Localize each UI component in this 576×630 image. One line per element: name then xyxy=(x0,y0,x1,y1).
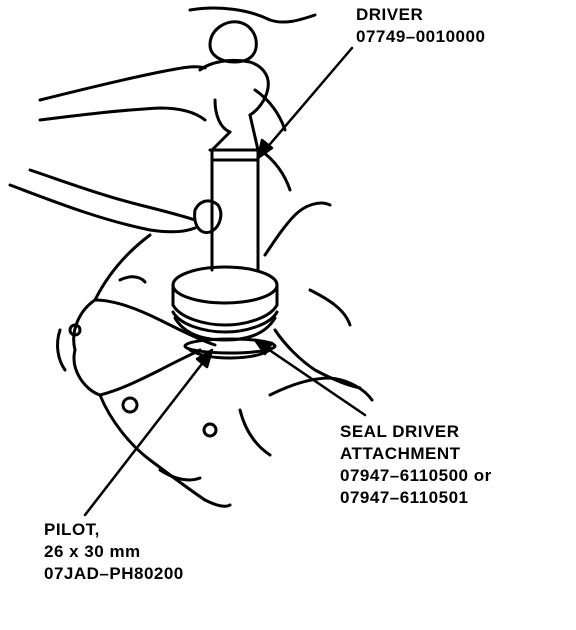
seal-label-line1: SEAL DRIVER xyxy=(340,422,460,441)
pilot-label: PILOT, xyxy=(44,520,100,539)
seal-part-number-1: 07947–6110500 or xyxy=(340,466,492,485)
seal-arrowhead xyxy=(253,338,274,356)
pilot-part-number: 07JAD–PH80200 xyxy=(44,564,184,583)
seal-driver-attachment xyxy=(171,265,279,342)
pilot-arrowhead xyxy=(195,348,214,369)
leader-lines xyxy=(83,46,367,517)
pilot-callout: PILOT, 26 x 30 mm 07JAD–PH80200 xyxy=(44,519,184,585)
bolt-hole xyxy=(202,422,218,438)
driver-arrowhead xyxy=(256,138,274,160)
bolt-hole xyxy=(121,396,139,414)
seal-label-line2: ATTACHMENT xyxy=(340,444,461,463)
transmission-housing xyxy=(56,201,374,508)
bolt-hole xyxy=(68,323,82,337)
driver-label: DRIVER xyxy=(356,5,424,24)
driver-tool xyxy=(198,20,270,272)
seal-driver-attachment-callout: SEAL DRIVER ATTACHMENT 07947–6110500 or … xyxy=(340,421,492,509)
driver-callout: DRIVER 07749–0010000 xyxy=(356,4,485,48)
seal-leader-line xyxy=(260,343,367,417)
pilot-size: 26 x 30 mm xyxy=(44,542,141,561)
pilot xyxy=(183,337,277,360)
hand-outline xyxy=(8,6,317,235)
driver-leader-line xyxy=(263,46,354,152)
driver-part-number: 07749–0010000 xyxy=(356,27,486,46)
seal-part-number-2: 07947–6110501 xyxy=(340,488,469,507)
pilot-leader-line xyxy=(83,354,210,517)
